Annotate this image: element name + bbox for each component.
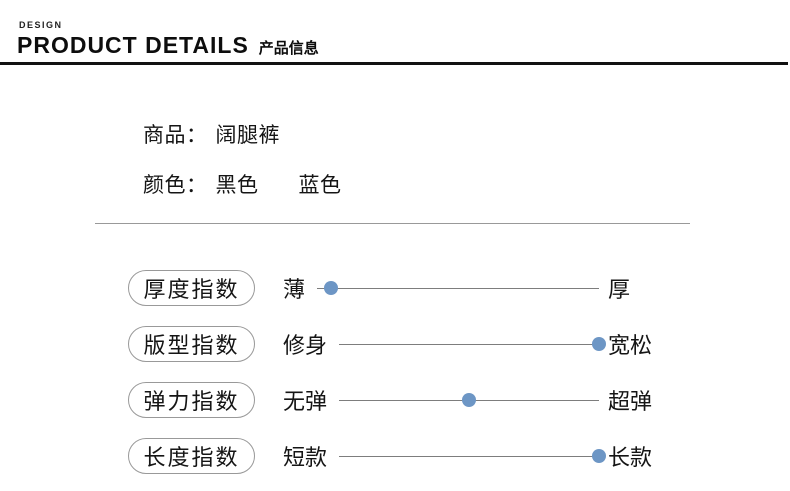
page-header: DESIGN PRODUCT DETAILS 产品信息 [0,0,790,65]
index-row-length: 长度指数 短款 长款 [0,438,790,474]
section-divider [95,223,690,224]
product-color-label: 颜色： [143,174,208,197]
product-info-section: 商品： 阔腿裤 颜色： 黑色 蓝色 [143,123,790,199]
index-pill-elasticity: 弹力指数 [128,382,255,418]
index-pill-fit: 版型指数 [128,326,255,362]
index-row-elasticity: 弹力指数 无弹 超弹 [0,382,790,418]
index-pill-length: 长度指数 [128,438,255,474]
index-row-fit: 版型指数 修身 宽松 [0,326,790,362]
index-left-label: 短款 [283,445,328,470]
index-right-label: 厚 [608,277,631,302]
index-right-label: 长款 [608,445,653,470]
slider-track [317,281,599,295]
index-left-label: 修身 [283,333,328,358]
slider-dot [462,393,476,407]
page-title-chinese: 产品信息 [258,40,319,57]
slider-dot [592,337,606,351]
header-rule [0,62,788,65]
index-row-thickness: 厚度指数 薄 厚 [0,270,790,306]
product-name-row: 商品： 阔腿裤 [143,123,790,149]
header-title-row: PRODUCT DETAILS 产品信息 [17,32,790,59]
header-eyebrow: DESIGN [19,20,63,30]
index-pill-thickness: 厚度指数 [128,270,255,306]
slider-track [339,449,606,463]
index-list: 厚度指数 薄 厚 版型指数 修身 宽松 弹力指数 无弹 超弹 长度指数 短款 长… [0,270,790,474]
product-color-row: 颜色： 黑色 蓝色 [143,173,790,199]
slider-dot [324,281,339,295]
product-name-label: 商品： [143,124,208,147]
slider-track [339,393,599,407]
index-right-label: 宽松 [608,333,653,358]
product-color-value-1: 黑色 [215,174,259,197]
product-name-value: 阔腿裤 [215,124,280,147]
index-left-label: 薄 [283,277,306,302]
index-right-label: 超弹 [608,389,653,414]
page-title: PRODUCT DETAILS [17,32,249,58]
index-left-label: 无弹 [283,389,328,414]
product-color-value-2: 蓝色 [298,174,342,197]
slider-dot [592,449,606,463]
slider-track [339,337,606,351]
